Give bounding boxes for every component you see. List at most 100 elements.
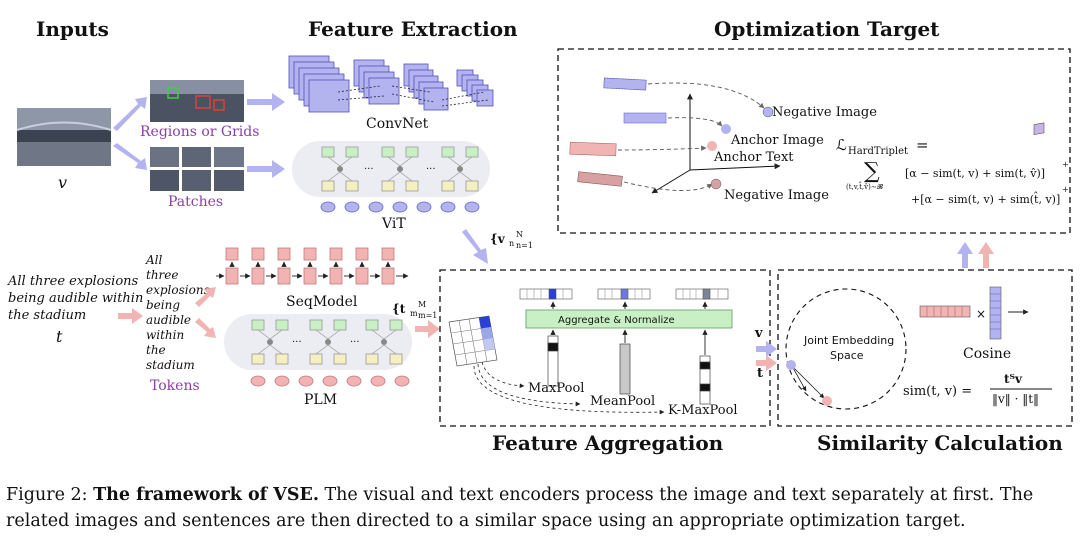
heading-feature-extraction: Feature Extraction (308, 17, 518, 41)
feature-aggregation-box (439, 269, 771, 427)
tokens-to-models-arrows (195, 287, 216, 338)
similarity-to-optimization-arrows (957, 242, 994, 268)
vit-label: ViT (381, 216, 406, 232)
tokens-label: Tokens (150, 378, 200, 394)
svg-text:n: n (509, 239, 514, 248)
caption-prefix: Figure 2: (6, 485, 94, 505)
plm-dots: ··· (292, 337, 302, 348)
svg-text:(t,v,t̂,v̂)∼𝓑: (t,v,t̂,v̂)∼𝓑 (846, 180, 884, 191)
svg-text:within: within (146, 328, 184, 342)
heading-optimization-target: Optimization Target (714, 17, 940, 41)
svg-text:three: three (146, 268, 179, 282)
svg-text:N: N (516, 230, 523, 239)
svg-text:+: + (1062, 160, 1069, 169)
svg-text:[α − sim(t, v) + sim(t, v̂)]: [α − sim(t, v) + sim(t, v̂)] (905, 167, 1045, 180)
svg-text:being: being (146, 298, 180, 312)
svg-text:{t: {t (392, 302, 406, 316)
visual-feature-set-label: {v n {v N n=1 (490, 230, 533, 250)
svg-text:=: = (916, 136, 929, 154)
text-feature-set-label: {t m M m=1 (392, 300, 437, 320)
triplet-embedding-illustration (569, 77, 781, 194)
text-symbol: t (56, 327, 63, 346)
negative-image-top-label: Negative Image (772, 105, 877, 120)
svg-text:All three explosions: All three explosions (7, 274, 139, 289)
meanpool-vector (619, 343, 631, 395)
maxpool-label: MaxPool (528, 381, 584, 396)
negative-image-bottom-label: Negative Image (724, 188, 829, 203)
meanpool-label: MeanPool (590, 394, 655, 409)
convnet-stack (288, 55, 494, 113)
figure-caption: Figure 2: The framework of VSE. The visu… (6, 482, 1076, 534)
cosine-label: Cosine (963, 346, 1011, 362)
svg-text:audible: audible (146, 313, 191, 327)
cosine-formula: sim(t, v) = tᵀv ‖v‖ · ‖t‖ (903, 372, 1052, 406)
plm-label: PLM (304, 392, 337, 408)
seqmodel-label: SeqModel (286, 294, 358, 310)
aggregated-vectors (519, 288, 729, 300)
caption-bold-title: The framework of VSE. (93, 485, 319, 505)
similarity-calculation-box (777, 269, 1073, 427)
svg-text:+: + (1062, 185, 1069, 194)
caption-body: The visual and text encoders process the… (6, 485, 1034, 531)
optimization-target-box (557, 48, 1071, 234)
svg-text:the: the (146, 343, 166, 357)
aggregate-normalize-label: Aggregate & Normalize (558, 315, 675, 326)
svg-text:the stadium: the stadium (8, 308, 86, 323)
hard-triplet-loss-formula: ℒ HardTriplet = ∑ (t,v,t̂,v̂)∼𝓑 [α − sim… (836, 136, 1069, 206)
cosine-illustration (919, 122, 1045, 340)
svg-text:explosions: explosions (146, 283, 210, 297)
svg-text:sim(t, v) =: sim(t, v) = (903, 384, 972, 399)
kmaxpool-label: K-MaxPool (668, 403, 738, 418)
patches-thumbnail (150, 147, 244, 191)
svg-text:being audible within: being audible within (8, 291, 143, 306)
svg-text:All: All (145, 253, 163, 267)
joint-embedding-label-2: Space (830, 349, 864, 362)
sentence-to-tokens-arrow (118, 308, 143, 324)
extraction-to-aggregation-arrows (415, 229, 488, 338)
output-t-symbol: t (757, 366, 763, 381)
kmaxpool-vector (699, 355, 711, 405)
vse-framework-diagram: Inputs Feature Extraction Optimization T… (7, 17, 1073, 455)
plm-dots-2: ··· (350, 337, 360, 348)
svg-text:{v: {v (490, 232, 506, 246)
anchor-text-label: Anchor Text (713, 150, 794, 165)
svg-text:n=1: n=1 (516, 241, 533, 250)
image-symbol: v (58, 173, 67, 192)
heading-inputs: Inputs (36, 17, 109, 41)
aggregate-normalize-bar (525, 309, 733, 329)
plm-block: ··· ··· (224, 314, 412, 387)
pooling-dashed-arrows (473, 361, 665, 415)
seqmodel-block (216, 247, 409, 285)
svg-text:stadium: stadium (146, 358, 195, 372)
joint-embedding-circle (785, 288, 907, 410)
joint-embedding-label-1: Joint Embedding (803, 334, 894, 347)
svg-text:+[α − sim(t, v) + sim(t̂, v)]: +[α − sim(t, v) + sim(t̂, v)] (911, 192, 1060, 206)
svg-text:‖v‖ · ‖t‖: ‖v‖ · ‖t‖ (992, 392, 1039, 406)
vit-dots: ··· (364, 164, 374, 175)
heading-similarity-calculation: Similarity Calculation (817, 431, 1063, 455)
patches-label: Patches (168, 194, 223, 210)
regions-or-grids-label: Regions or Grids (140, 124, 259, 140)
maxpool-vector (547, 335, 559, 387)
output-v-symbol: v (754, 326, 763, 341)
feature-grid (448, 315, 498, 367)
svg-text:ℒ: ℒ (836, 136, 847, 154)
svg-text:HardTriplet: HardTriplet (848, 146, 908, 157)
aggregation-to-similarity-arrows (756, 341, 777, 371)
times-symbol: × (976, 307, 986, 321)
convnet-label: ConvNet (366, 116, 429, 132)
regions-grids-thumbnail (150, 80, 244, 122)
svg-text:M: M (418, 300, 426, 309)
svg-text:m=1: m=1 (418, 311, 437, 320)
input-sentence: All three explosions being audible withi… (7, 274, 143, 323)
svg-text:∑: ∑ (864, 159, 880, 184)
embedding-points (786, 360, 832, 406)
svg-text:m: m (410, 309, 418, 318)
input-image-stadium (16, 108, 112, 166)
token-list: All three explosions being audible withi… (145, 253, 210, 372)
vit-dots-2: ··· (426, 164, 436, 175)
heading-feature-aggregation: Feature Aggregation (492, 431, 724, 455)
anchor-image-label: Anchor Image (730, 133, 824, 148)
image-to-thumbnails-arrows (113, 93, 285, 178)
svg-text:tᵀv: tᵀv (1004, 372, 1023, 386)
